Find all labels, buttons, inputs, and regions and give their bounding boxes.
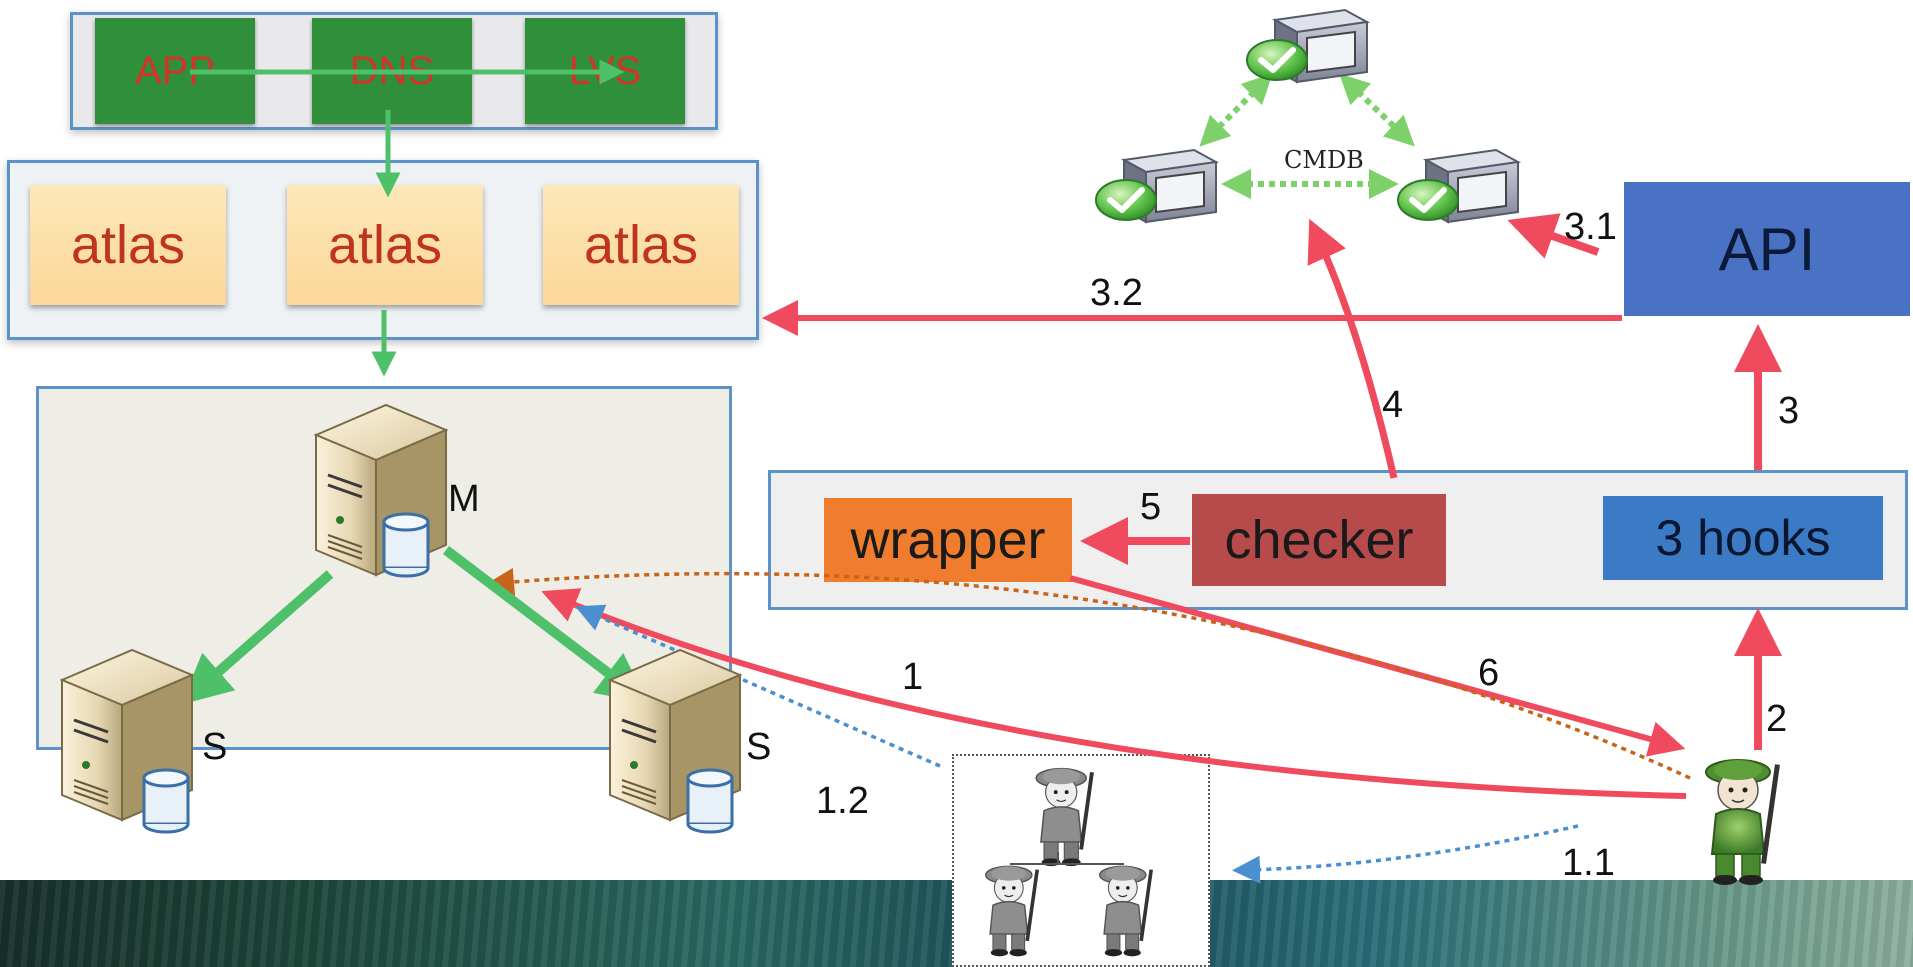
arrow-4	[1307, 218, 1398, 479]
atlas-box-2: atlas	[287, 185, 483, 305]
soldier-group-icon	[1099, 865, 1154, 958]
atlas-label-3: atlas	[583, 215, 699, 275]
atlas-label-2: atlas	[327, 215, 443, 275]
step-label-3-2: 3.2	[1090, 272, 1143, 314]
step-label-6: 6	[1478, 652, 1500, 694]
step-label-1-2: 1.2	[816, 780, 869, 822]
step-label-5: 5	[1140, 486, 1162, 528]
arrow-1	[541, 588, 1687, 799]
step-label-3: 3	[1778, 390, 1800, 432]
soldier-group-icon	[1035, 767, 1095, 867]
database-icon	[382, 512, 430, 578]
database-icon	[686, 768, 734, 834]
step-label-4: 4	[1382, 384, 1404, 426]
database-icon	[142, 768, 190, 834]
cmdb-server-icon	[1398, 150, 1518, 222]
checker-label: checker	[1224, 510, 1414, 570]
replication-arrow-right	[442, 546, 648, 704]
server-label-slave-right: S	[746, 726, 772, 768]
step-label-1: 1	[902, 656, 924, 698]
arrow-3-1	[1507, 213, 1600, 259]
cmdb-server-icon	[1096, 150, 1216, 222]
api-label: API	[1718, 215, 1816, 283]
step-label-3-1: 3.1	[1564, 206, 1617, 248]
api-box: API	[1624, 182, 1910, 316]
cmdb-link-left	[1199, 73, 1273, 147]
cmdb-label: CMDB	[1284, 146, 1364, 174]
cmdb-link-right	[1339, 73, 1415, 147]
soldier-icon	[1705, 759, 1781, 886]
step-label-1-1: 1.1	[1562, 842, 1615, 884]
hooks-label: 3 hooks	[1655, 510, 1831, 566]
orange-dotted-arrow	[486, 567, 1691, 780]
arrow-1-2	[575, 604, 941, 768]
server-label-master: M	[448, 478, 480, 520]
arrow-1-1	[1232, 824, 1579, 884]
step-label-2: 2	[1766, 698, 1788, 740]
replication-arrow-left	[181, 570, 334, 705]
atlas-label-1: atlas	[70, 215, 186, 275]
server-label-slave-left: S	[202, 726, 228, 768]
cmdb-server-icon	[1247, 10, 1367, 82]
wrapper-box: wrapper	[824, 498, 1072, 582]
atlas-box-3: atlas	[543, 185, 739, 305]
hooks-box: 3 hooks	[1603, 496, 1883, 580]
atlas-box-1: atlas	[30, 185, 226, 305]
soldier-group-icon	[985, 865, 1040, 958]
checker-box: checker	[1192, 494, 1446, 586]
wrapper-label: wrapper	[850, 510, 1046, 570]
